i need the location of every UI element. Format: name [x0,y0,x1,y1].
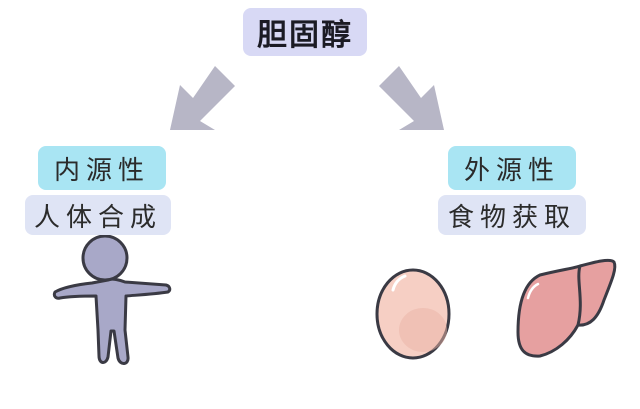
food-intake-label: 食物获取 [438,195,586,235]
liver-icon [516,258,617,358]
exogenous-label: 外源性 [448,146,576,190]
endogenous-text: 内源性 [53,155,150,186]
title-text: 胆固醇 [257,18,353,53]
egg-icon [375,268,451,360]
arrow-down-right-icon [379,66,444,130]
endogenous-label: 内源性 [38,146,166,190]
human-synthesis-text: 人体合成 [33,202,162,233]
human-synthesis-label: 人体合成 [25,195,171,235]
food-intake-text: 食物获取 [447,202,576,233]
title-cholesterol: 胆固醇 [243,8,367,56]
human-figure-icon [52,234,172,365]
exogenous-text: 外源性 [463,155,560,186]
arrow-down-left-icon [170,66,235,130]
